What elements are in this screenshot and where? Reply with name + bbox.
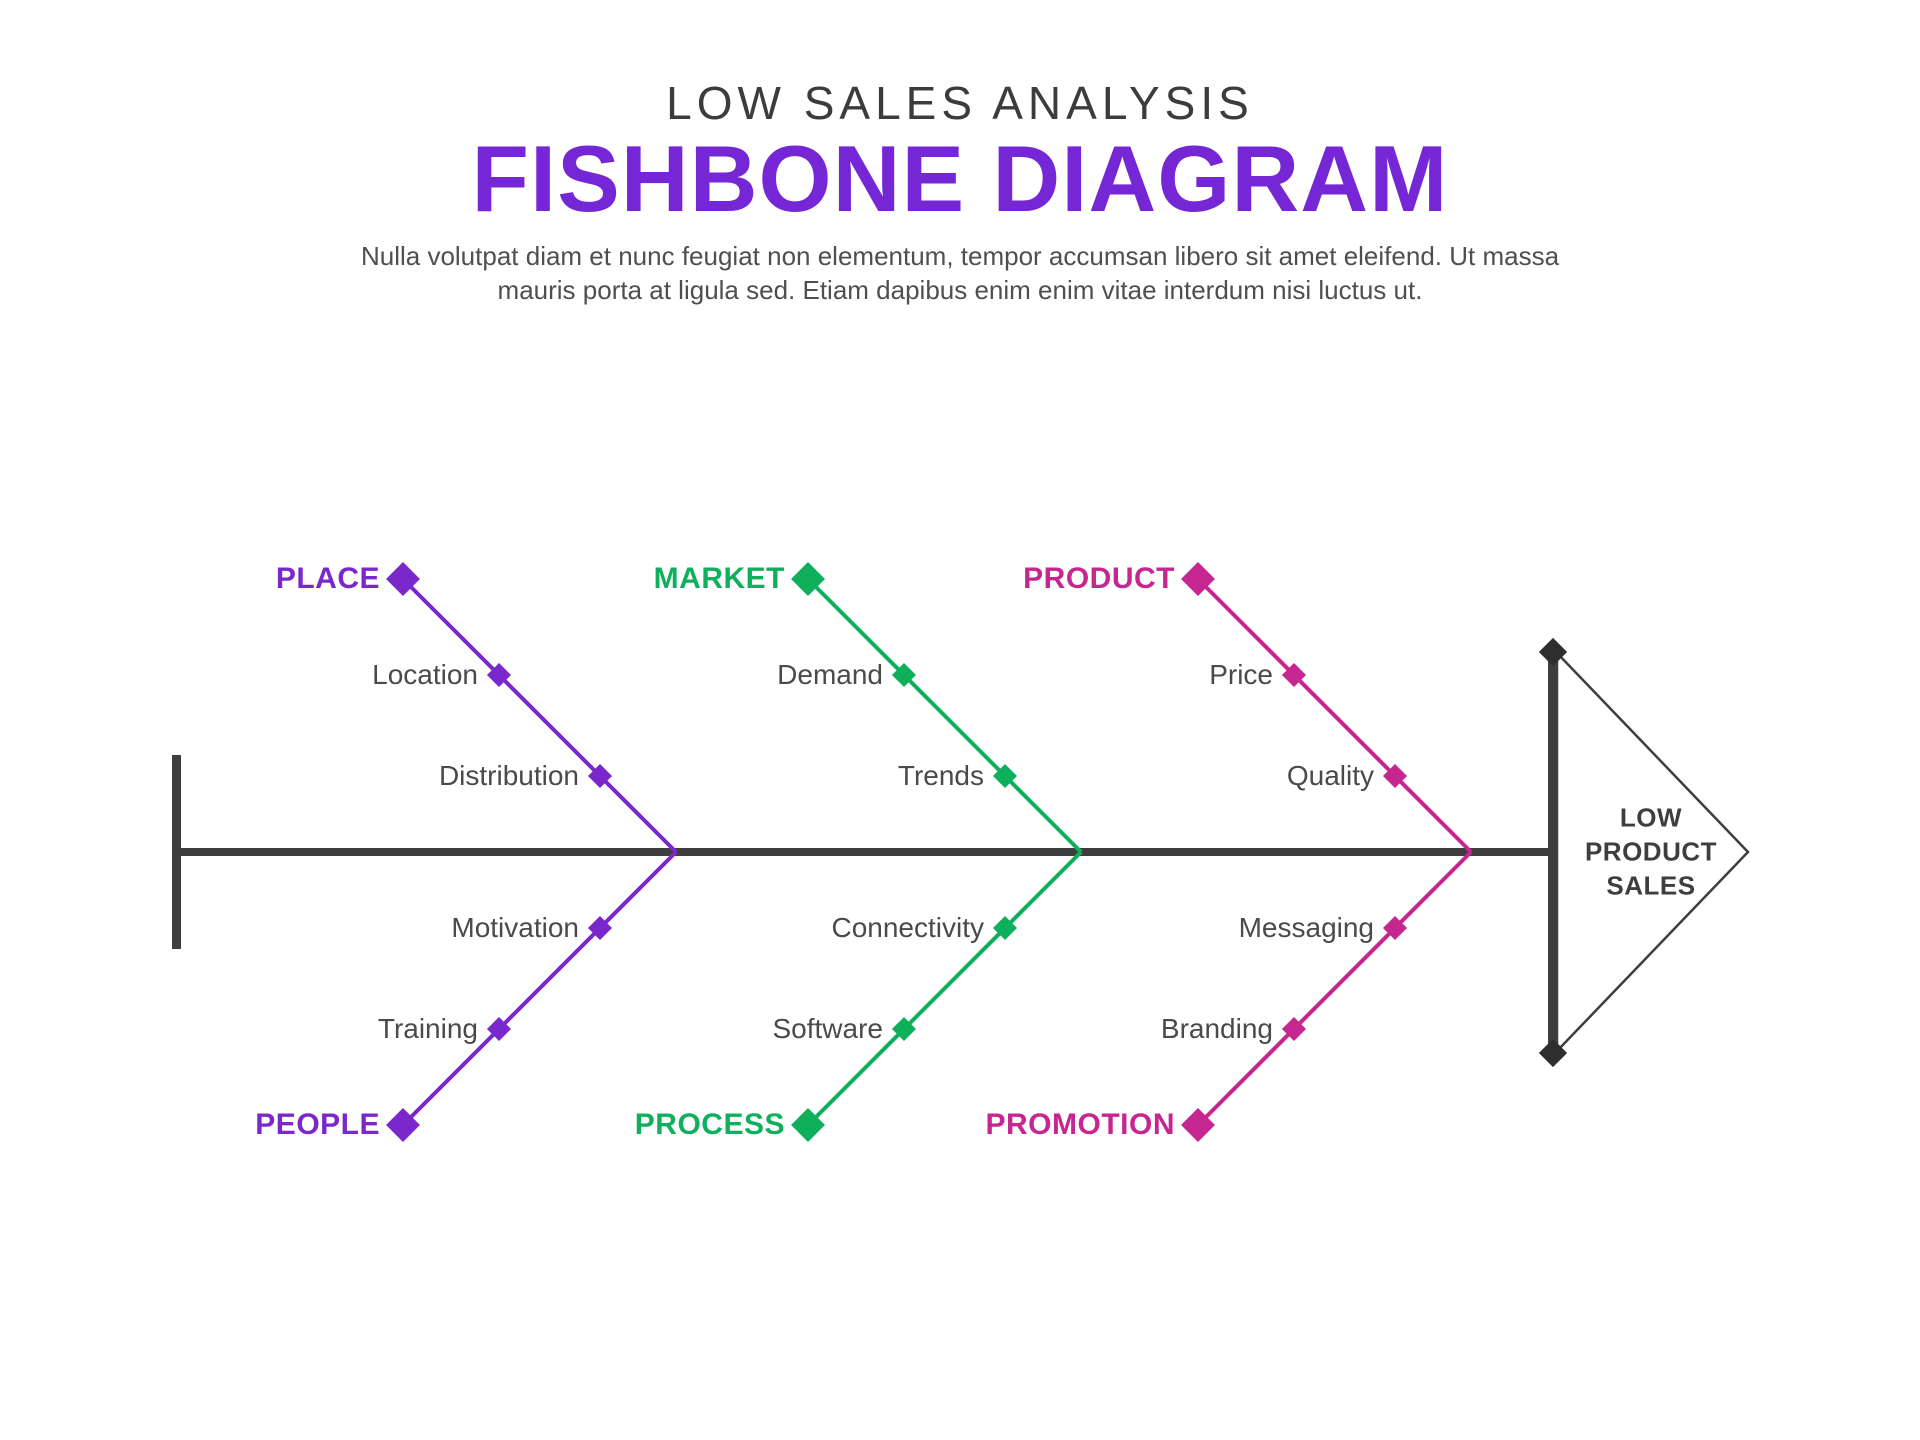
eyebrow-title: LOW SALES ANALYSIS (666, 77, 1254, 129)
branch-line-promotion (1196, 850, 1473, 1127)
cause-label-distribution: Distribution (438, 760, 579, 791)
process-head-diamond-icon (791, 1108, 825, 1142)
product-item-2-diamond-icon (1382, 763, 1408, 789)
cause-label-connectivity: Connectivity (831, 912, 984, 943)
branch-line-market (806, 577, 1083, 854)
product-item-1-diamond-icon (1281, 662, 1307, 688)
subtitle: Nulla volutpat diam et nunc feugiat non … (360, 241, 1560, 305)
cause-label-trends: Trends (897, 760, 984, 791)
cause-label-branding: Branding (1160, 1013, 1273, 1044)
cause-label-training: Training (377, 1013, 478, 1044)
cause-label-software: Software (772, 1013, 884, 1044)
arrow-top-diamond-icon (1538, 637, 1568, 667)
cause-label-price: Price (1209, 659, 1273, 690)
branch-label-product: PRODUCT (1023, 562, 1175, 595)
branch-label-market: MARKET (653, 562, 785, 595)
product-head-diamond-icon (1181, 562, 1215, 596)
branch-label-place: PLACE (275, 562, 380, 595)
branch-label-promotion: PROMOTION (985, 1108, 1175, 1141)
page-title: FISHBONE DIAGRAM (471, 126, 1449, 231)
cause-label-quality: Quality (1286, 760, 1374, 791)
people-head-diamond-icon (386, 1108, 420, 1142)
arrow-bottom-diamond-icon (1538, 1038, 1568, 1068)
branch-line-people (401, 850, 678, 1127)
promotion-item-2-diamond-icon (1281, 1016, 1307, 1042)
promotion-item-1-diamond-icon (1382, 915, 1408, 941)
promotion-head-diamond-icon (1181, 1108, 1215, 1142)
cause-label-messaging: Messaging (1238, 912, 1374, 943)
branch-line-product (1196, 577, 1473, 854)
fish-spine (172, 848, 1556, 856)
cause-label-motivation: Motivation (451, 912, 579, 943)
cause-label-location: Location (372, 659, 478, 690)
branch-line-place (401, 577, 678, 854)
branch-line-process (806, 850, 1083, 1127)
branch-label-people: PEOPLE (255, 1108, 380, 1141)
arrow-bar (1548, 650, 1558, 1055)
cause-label-demand: Demand (777, 659, 883, 690)
branch-label-process: PROCESS (634, 1108, 785, 1141)
effect-label: LOW PRODUCT SALES (1584, 802, 1718, 900)
